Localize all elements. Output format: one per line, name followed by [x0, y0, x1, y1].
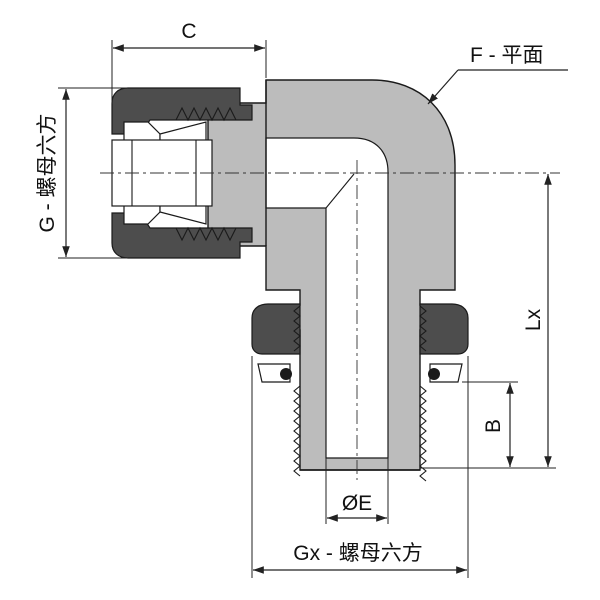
dimension-lx: Lx [420, 174, 556, 469]
dimension-e-label: ØE [342, 492, 372, 515]
dimension-b: B [462, 381, 518, 467]
elbow-body [207, 79, 457, 471]
dimension-g: G - 螺母六方 [36, 87, 128, 259]
dimension-b-label: B [482, 419, 505, 433]
dimension-c: C [111, 20, 267, 104]
leader-f: F - 平面 [427, 44, 568, 105]
washer [257, 363, 463, 383]
dimension-lx-label: Lx [522, 308, 545, 331]
center-lines [100, 160, 560, 480]
dimension-gx: Gx - 螺母六方 [251, 356, 469, 578]
lock-nut [251, 303, 469, 355]
leader-f-label: F - 平面 [470, 44, 544, 67]
dimension-gx-label: Gx - 螺母六方 [293, 542, 423, 565]
dimension-g-label: G - 螺母六方 [36, 114, 59, 233]
threaded-stem [293, 385, 427, 482]
dimension-c-label: C [181, 20, 196, 43]
dimension-e: ØE [325, 458, 389, 524]
